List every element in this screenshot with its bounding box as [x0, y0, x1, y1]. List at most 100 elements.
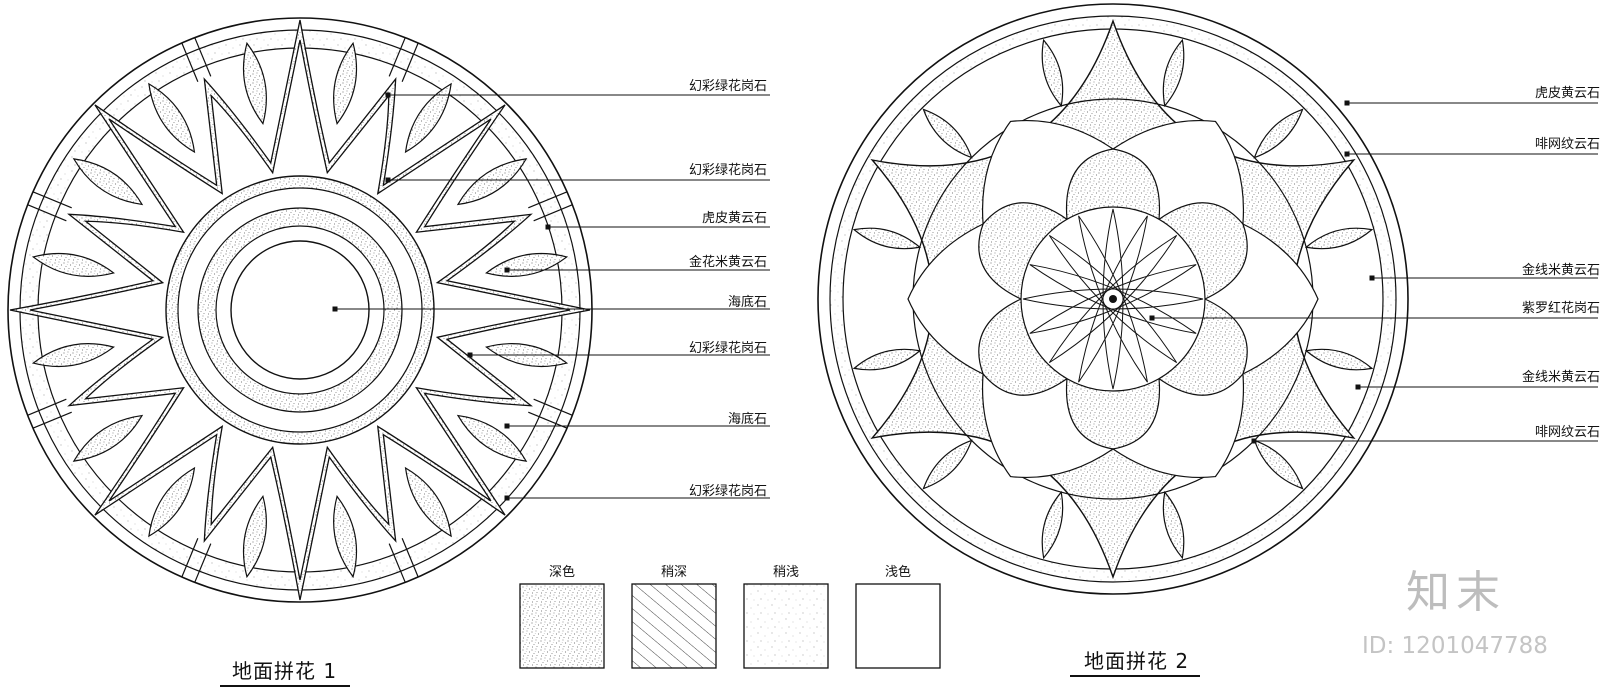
- p2-leaf: [852, 348, 922, 371]
- p2-rosette-petal: [1102, 208, 1124, 390]
- p1-leader-dot: [385, 177, 391, 183]
- p1-outer-leaf: [456, 414, 528, 462]
- p2-cusp: [907, 222, 1023, 376]
- p1-outer-leaf: [404, 82, 452, 154]
- p2-rosette-petal: [1048, 234, 1178, 364]
- pattern-1-title: 地面拼花 1: [232, 659, 338, 683]
- p2-leaf: [922, 108, 973, 159]
- p1-spoke-line: [32, 191, 72, 209]
- p2-leaf: [852, 227, 922, 250]
- pattern-2-title: 地面拼花 2: [1084, 649, 1190, 673]
- p2-leader-dot: [1344, 151, 1350, 157]
- p2-leaf: [1304, 227, 1374, 250]
- p2-leaf: [1041, 38, 1064, 108]
- p2-rosette-petal: [1029, 264, 1197, 334]
- p2-rosette-petal: [1078, 215, 1148, 383]
- p2-leaf: [1253, 439, 1304, 490]
- p1-outer-leaf: [456, 158, 528, 206]
- p2-rosette-petal: [1022, 288, 1204, 310]
- p2-leaf: [1304, 348, 1374, 371]
- p1-leader-dot: [504, 495, 510, 501]
- p2-leader-dot: [1251, 438, 1257, 444]
- p1-leader-dot: [467, 352, 473, 358]
- p2-rosette-center: [1109, 295, 1117, 303]
- p2-leaf: [1041, 490, 1064, 560]
- p1-spokes: [27, 37, 573, 583]
- p1-outer-leaf: [72, 414, 144, 462]
- p1-outer-leaf: [242, 41, 267, 125]
- p1-leader-dot: [385, 92, 391, 98]
- p1-outer-leaves: [31, 41, 569, 579]
- p1-spoke-line: [401, 538, 419, 578]
- p1-outer-leaf: [148, 82, 196, 154]
- p1-outer-leaf: [31, 343, 115, 368]
- p2-cusp: [1111, 119, 1245, 226]
- legend-swatch-dense: [519, 583, 605, 669]
- p2-rosette-petal: [1078, 215, 1148, 383]
- watermark-logo: 知末: [1406, 567, 1506, 618]
- p1-callout-2: 幻彩绿花岗石: [688, 163, 767, 178]
- p1-outer-leaf: [333, 495, 358, 579]
- p1-spoke-line: [27, 204, 67, 222]
- p2-leaf: [1253, 108, 1304, 159]
- p2-cusp-shapes: [907, 119, 1319, 479]
- p2-leaf: [1162, 490, 1185, 560]
- p1-callout-3: 虎皮黄云石: [701, 211, 767, 226]
- callout-leaders: [332, 92, 1598, 501]
- p1-spoke-line: [27, 398, 67, 416]
- p1-leader-dot: [545, 224, 551, 230]
- p2-callout-1: 虎皮黄云石: [1534, 86, 1600, 101]
- p1-spoke-line: [388, 543, 406, 583]
- p1-callout-8: 幻彩绿花岗石: [688, 484, 767, 499]
- p1-outer-leaf: [333, 41, 358, 125]
- legend: [519, 583, 941, 669]
- p1-spoke-line: [533, 204, 573, 222]
- p2-callout-6: 啡网纹云石: [1534, 425, 1600, 440]
- floor-pattern-2: [817, 3, 1409, 595]
- p2-leaf: [922, 439, 973, 490]
- p2-callout-5: 金线米黄云石: [1521, 370, 1600, 385]
- p1-spoke-line: [401, 42, 419, 82]
- p2-center-rosette: [1022, 208, 1204, 390]
- p1-spoke-line: [194, 543, 212, 583]
- p2-callout-3: 金线米黄云石: [1521, 263, 1600, 278]
- p1-outer-leaf: [72, 158, 144, 206]
- p2-leader-dot: [1149, 315, 1155, 321]
- p2-rosette-petal: [1029, 264, 1197, 334]
- p2-leader-dot: [1369, 275, 1375, 281]
- p1-spoke-line: [32, 411, 72, 429]
- legend-label-hatch: 稍深: [660, 565, 687, 580]
- p2-cusp: [1111, 372, 1245, 479]
- p1-callout-5: 海底石: [727, 295, 767, 310]
- p2-cusp: [1203, 222, 1319, 376]
- p2-callout-4: 紫罗红花岗石: [1521, 301, 1600, 316]
- p1-callout-1: 幻彩绿花岗石: [688, 79, 767, 94]
- p2-cusp: [981, 119, 1115, 226]
- p1-callout-7: 海底石: [727, 412, 767, 427]
- p1-spoke-line: [194, 37, 212, 77]
- p1-spoke-line: [181, 42, 199, 82]
- p1-outer-leaf: [148, 466, 196, 538]
- p2-leaf: [1162, 38, 1185, 108]
- legend-label-blank: 浅色: [884, 565, 911, 580]
- p1-callout-6: 幻彩绿花岗石: [688, 341, 767, 356]
- p1-outer-leaf: [404, 466, 452, 538]
- p1-center-core: [230, 240, 370, 380]
- p1-outer-leaf: [242, 495, 267, 579]
- p1-spoke-line: [181, 538, 199, 578]
- p1-spoke-line: [388, 37, 406, 77]
- p1-spoke-line: [533, 398, 573, 416]
- legend-swatch-sparse: [743, 583, 829, 669]
- floor-pattern-1: [7, 17, 593, 603]
- p2-callout-2: 啡网纹云石: [1534, 137, 1600, 152]
- p2-leaves: [852, 38, 1374, 560]
- p1-leader-dot: [504, 267, 510, 273]
- p1-callout-4: 金花米黄云石: [688, 255, 767, 270]
- p2-rosette-petal: [1048, 234, 1178, 364]
- p2-leader-dot: [1355, 384, 1361, 390]
- legend-swatch-hatch: [631, 583, 717, 669]
- legend-label-dense: 深色: [548, 565, 575, 580]
- legend-label-sparse: 稍浅: [772, 565, 799, 580]
- p1-leader-dot: [332, 306, 338, 312]
